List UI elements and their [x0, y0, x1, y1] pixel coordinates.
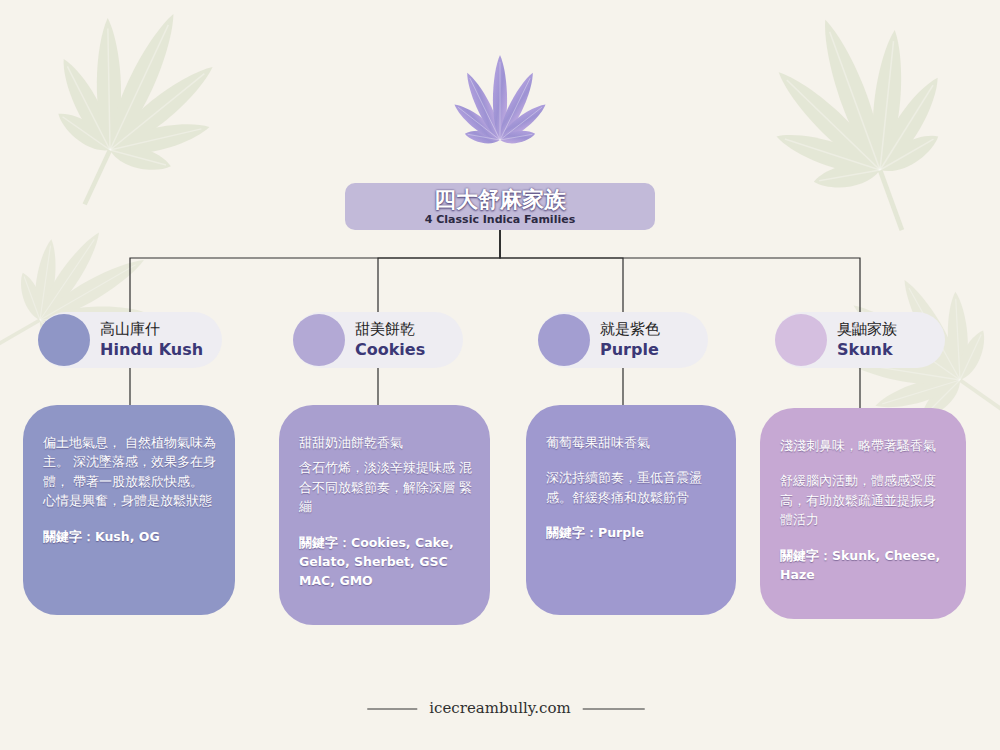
- family-name-zh: 甜美餅乾: [355, 320, 425, 340]
- family-name-en: Hindu Kush: [100, 339, 203, 360]
- family-dot: [293, 314, 345, 366]
- leaf-vein: [67, 66, 110, 150]
- tree-connector: [622, 368, 623, 405]
- tree-connector: [130, 230, 500, 312]
- leaf-vein: [108, 29, 110, 150]
- leaf-stem: [880, 170, 902, 230]
- tree-connector: [377, 368, 378, 405]
- description-text: 偏土地氣息， 自然植物氣味為主。 深沈墜落感，效果多在身體， 帶著一股放鬆欣快感…: [43, 433, 219, 511]
- description-text: 舒緩腦內活動，體感感受度 高，有助放鬆疏通並提振身 體活力: [780, 471, 950, 529]
- leaf-vein: [500, 62, 501, 140]
- rule-line: [583, 709, 645, 710]
- family-name-zh: 就是紫色: [600, 320, 660, 340]
- family-card: 偏土地氣息， 自然植物氣味為主。 深沈墜落感，效果多在身體， 帶著一股放鬆欣快感…: [23, 405, 235, 615]
- tree-connector: [500, 230, 623, 312]
- tree-connector: [378, 230, 500, 312]
- description-text: 深沈持續節奏，重低音震盪 感。舒緩疼痛和放鬆筋骨: [546, 468, 720, 507]
- leaf-vein: [830, 32, 880, 170]
- root-box: 四大舒麻家族4 Classic Indica Families: [345, 183, 655, 230]
- leaf-vein: [500, 134, 532, 140]
- leaf-stem: [85, 150, 110, 204]
- family-name-zh: 臭鼬家族: [837, 320, 897, 340]
- leaflet: [107, 140, 173, 176]
- leaf-vein: [110, 150, 166, 165]
- leaf-vein: [880, 139, 934, 170]
- family-header: 就是紫色Purple: [538, 312, 708, 368]
- leaf-vein: [500, 78, 530, 140]
- leaf-stem: [960, 380, 1000, 410]
- keyword-text: 關鍵字：Purple: [546, 523, 720, 542]
- leaf-vein: [882, 380, 960, 404]
- family-header: 臭鼬家族Skunk: [775, 312, 945, 368]
- background-leaf: [0, 199, 179, 404]
- leaf-vein: [500, 107, 542, 140]
- leaf-vein: [880, 85, 933, 170]
- title-text: 四大舒麻家族: [434, 186, 566, 212]
- family-header: 高山庫什Hindu Kush: [38, 312, 222, 368]
- leaf-illustration: [451, 55, 550, 174]
- keyword-text: 關鍵字：Kush, OG: [43, 527, 219, 546]
- leaf-vein: [785, 139, 880, 170]
- leaf-stem: [499, 140, 502, 174]
- tree-connector: [859, 368, 860, 408]
- leaflet: [496, 99, 549, 145]
- family-header: 甜美餅乾Cookies: [293, 312, 463, 368]
- leaf-vein: [110, 25, 168, 150]
- family-card: 淺淺刺鼻味，略帶著騷香氣舒緩腦內活動，體感感受度 高，有助放鬆疏通並提振身 體活…: [760, 408, 966, 619]
- family-name-zh: 高山庫什: [100, 320, 203, 340]
- tree-connector: [500, 230, 860, 312]
- rule-line: [367, 709, 417, 710]
- family-card: 葡萄莓果甜味香氣深沈持續節奏，重低音震盪 感。舒緩疼痛和放鬆筋骨關鍵字：Purp…: [526, 405, 736, 615]
- family-name-en: Cookies: [355, 339, 425, 360]
- background-leaf: [5, 0, 252, 241]
- description-text: 葡萄莓果甜味香氣: [546, 433, 720, 452]
- family-dot: [38, 314, 90, 366]
- background-leaf: [738, 0, 990, 262]
- description-text: 淺淺刺鼻味，略帶著騷香氣: [780, 436, 950, 455]
- leaf-vein: [110, 129, 201, 150]
- leaf-vein: [787, 80, 880, 170]
- tree-connector: [129, 368, 130, 405]
- description-text: 含石竹烯，淡淡辛辣提味感 混合不同放鬆節奏，解除深層 緊繃: [299, 458, 474, 516]
- leaf-vein: [110, 74, 204, 150]
- leaf-vein: [468, 134, 500, 140]
- keyword-text: 關鍵字：Cookies, Cake, Gelato, Sherbet, GSC …: [299, 533, 474, 591]
- leaf-vein: [819, 170, 880, 181]
- leaf-vein: [63, 117, 110, 150]
- leaf-stem: [0, 320, 40, 344]
- website-label: icecreambully.com: [429, 699, 570, 717]
- leaf-vein: [956, 299, 960, 380]
- keyword-text: 關鍵字：Skunk, Cheese, Haze: [780, 546, 950, 585]
- leaf-vein: [24, 276, 40, 320]
- family-name-en: Purple: [600, 339, 660, 360]
- leaf-vein: [960, 334, 981, 380]
- family-card: 甜甜奶油餅乾香氣含石竹烯，淡淡辛辣提味感 混合不同放鬆節奏，解除深層 緊繃關鍵字…: [279, 405, 490, 625]
- leaf-vein: [458, 107, 500, 140]
- leaf-vein: [40, 246, 50, 320]
- family-dot: [775, 314, 827, 366]
- subtitle-text: 4 Classic Indica Families: [425, 213, 575, 227]
- family-dot: [538, 314, 590, 366]
- family-name-en: Skunk: [837, 339, 897, 360]
- description-text: 甜甜奶油餅乾香氣: [299, 433, 474, 452]
- leaflet: [874, 127, 943, 180]
- leaf-vein: [470, 78, 500, 140]
- leaf-vein: [40, 239, 94, 320]
